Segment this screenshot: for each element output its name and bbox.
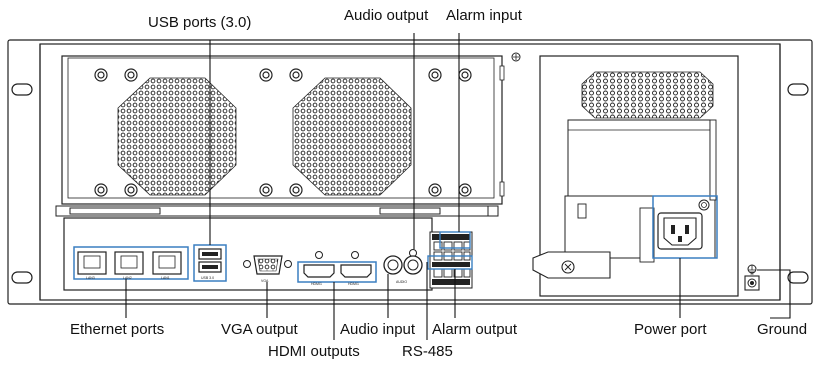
fan-screws (94, 68, 472, 197)
hdmi1-mark: HDMI1 (311, 282, 322, 286)
ground-terminal (744, 264, 760, 291)
bracket-strip (55, 205, 499, 217)
ethernet-ports-label: Ethernet ports (70, 321, 165, 338)
callout-lines (125, 33, 791, 340)
vga-output-label: VGA output (221, 321, 298, 338)
power-supply (532, 55, 739, 297)
power-inlet (652, 195, 718, 259)
hdmi-ports: HDMI1 HDMI1 (297, 251, 377, 286)
ground-label: Ground (757, 321, 808, 338)
lan2-mark: LAN2 (123, 276, 132, 280)
hdmi2-mark: HDMI1 (348, 282, 359, 286)
power-port-label: Power port (634, 321, 707, 338)
lan1-mark: LAN1 (161, 276, 170, 280)
lan3-mark: LAN3 (86, 276, 95, 280)
audio-output-label: Audio output (344, 7, 429, 24)
alarm-output-label: Alarm output (432, 321, 518, 338)
audio-jacks: AUDIO (383, 249, 423, 284)
ethernet-ports: LAN3 LAN2 LAN1 (73, 246, 189, 280)
rack-ear-slots (11, 83, 809, 284)
audio-input-label: Audio input (340, 321, 416, 338)
vga-port: VGA (243, 255, 292, 283)
audio-mark: AUDIO (396, 280, 407, 284)
rs485-label: RS-485 (402, 343, 453, 360)
fan-grill-left (117, 77, 237, 196)
vga-mark: VGA (261, 279, 269, 283)
alarm-terminals (427, 231, 473, 289)
usb-mark: USB 3.0 (201, 276, 214, 280)
hdmi-outputs-label: HDMI outputs (268, 343, 360, 360)
alarm-input-label: Alarm input (446, 7, 522, 24)
fan-grill-right (292, 77, 412, 196)
usb-ports-label: USB ports (3.0) (148, 14, 252, 31)
